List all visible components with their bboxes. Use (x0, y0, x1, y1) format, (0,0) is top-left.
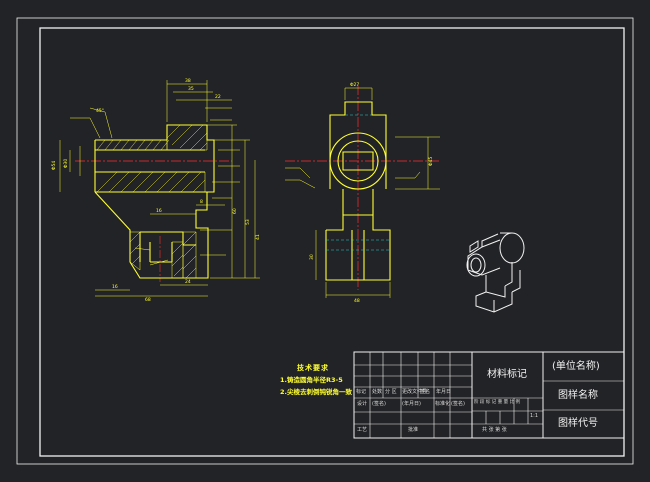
svg-text:35: 35 (188, 86, 194, 92)
side-view: Φ27 48 30 Φ45 (285, 82, 440, 304)
svg-text:16: 16 (112, 284, 118, 290)
label-gongyi: 工艺 (357, 427, 368, 433)
svg-text:Φ45: Φ45 (428, 157, 434, 166)
label-pizhun: 批准 (408, 427, 419, 433)
label-wenjian: 更改文件号 (402, 389, 428, 395)
svg-text:Φ54: Φ54 (51, 161, 57, 170)
title-block-grid (353, 351, 625, 439)
tech-requirements-title: 技术要求 (297, 364, 329, 372)
svg-text:38: 38 (185, 78, 191, 84)
svg-text:45°: 45° (96, 108, 104, 114)
sheet-labels: 共 张 第 张 (482, 427, 507, 433)
svg-text:68: 68 (145, 297, 151, 303)
label-qianming: 签名 (420, 389, 431, 395)
label-fenqu: 分 区 (385, 389, 397, 395)
svg-text:30: 30 (309, 254, 315, 260)
stage-labels: 阶 段 标 记 重 量 比 例 (474, 400, 521, 405)
material-mark: 材料标记 (487, 369, 527, 380)
isometric-view (466, 232, 525, 313)
svg-text:8: 8 (200, 199, 203, 205)
label-standardize-sign: (签名) (451, 401, 465, 407)
svg-text:60: 60 (232, 208, 238, 214)
svg-text:Φ30: Φ30 (63, 159, 69, 168)
label-sheji-sign: (签名) (372, 401, 386, 407)
drawing-frame (16, 17, 634, 465)
scale-value: 1:1 (530, 413, 539, 419)
label-standardize: 标准化 (435, 401, 451, 407)
unit-name: (单位名称) (552, 361, 600, 372)
front-section-view: 38 35 22 Φ54 Φ30 68 16 24 60 53 41 8 16 … (51, 78, 261, 303)
svg-text:48: 48 (354, 298, 360, 304)
svg-text:16: 16 (156, 208, 162, 214)
drawing-name: 图样名称 (558, 390, 598, 401)
label-sheji: 设计 (357, 401, 368, 407)
drawing-code: 图样代号 (558, 418, 598, 429)
tech-requirement-item-1: 1.铸造圆角半径R3-5 (280, 376, 343, 384)
tech-requirement-item-2: 2.尖棱去刺倒钝锐角一致 (280, 388, 352, 396)
label-sheji-date: (年月日) (402, 401, 421, 407)
svg-text:53: 53 (245, 219, 251, 225)
label-chushu: 处数 (372, 389, 383, 395)
svg-text:24: 24 (185, 279, 191, 285)
label-biaoji: 标记 (356, 389, 367, 395)
svg-text:22: 22 (215, 94, 221, 100)
svg-text:41: 41 (255, 234, 261, 240)
label-nianyue: 年月日 (436, 389, 452, 395)
svg-text:Φ27: Φ27 (350, 82, 359, 88)
